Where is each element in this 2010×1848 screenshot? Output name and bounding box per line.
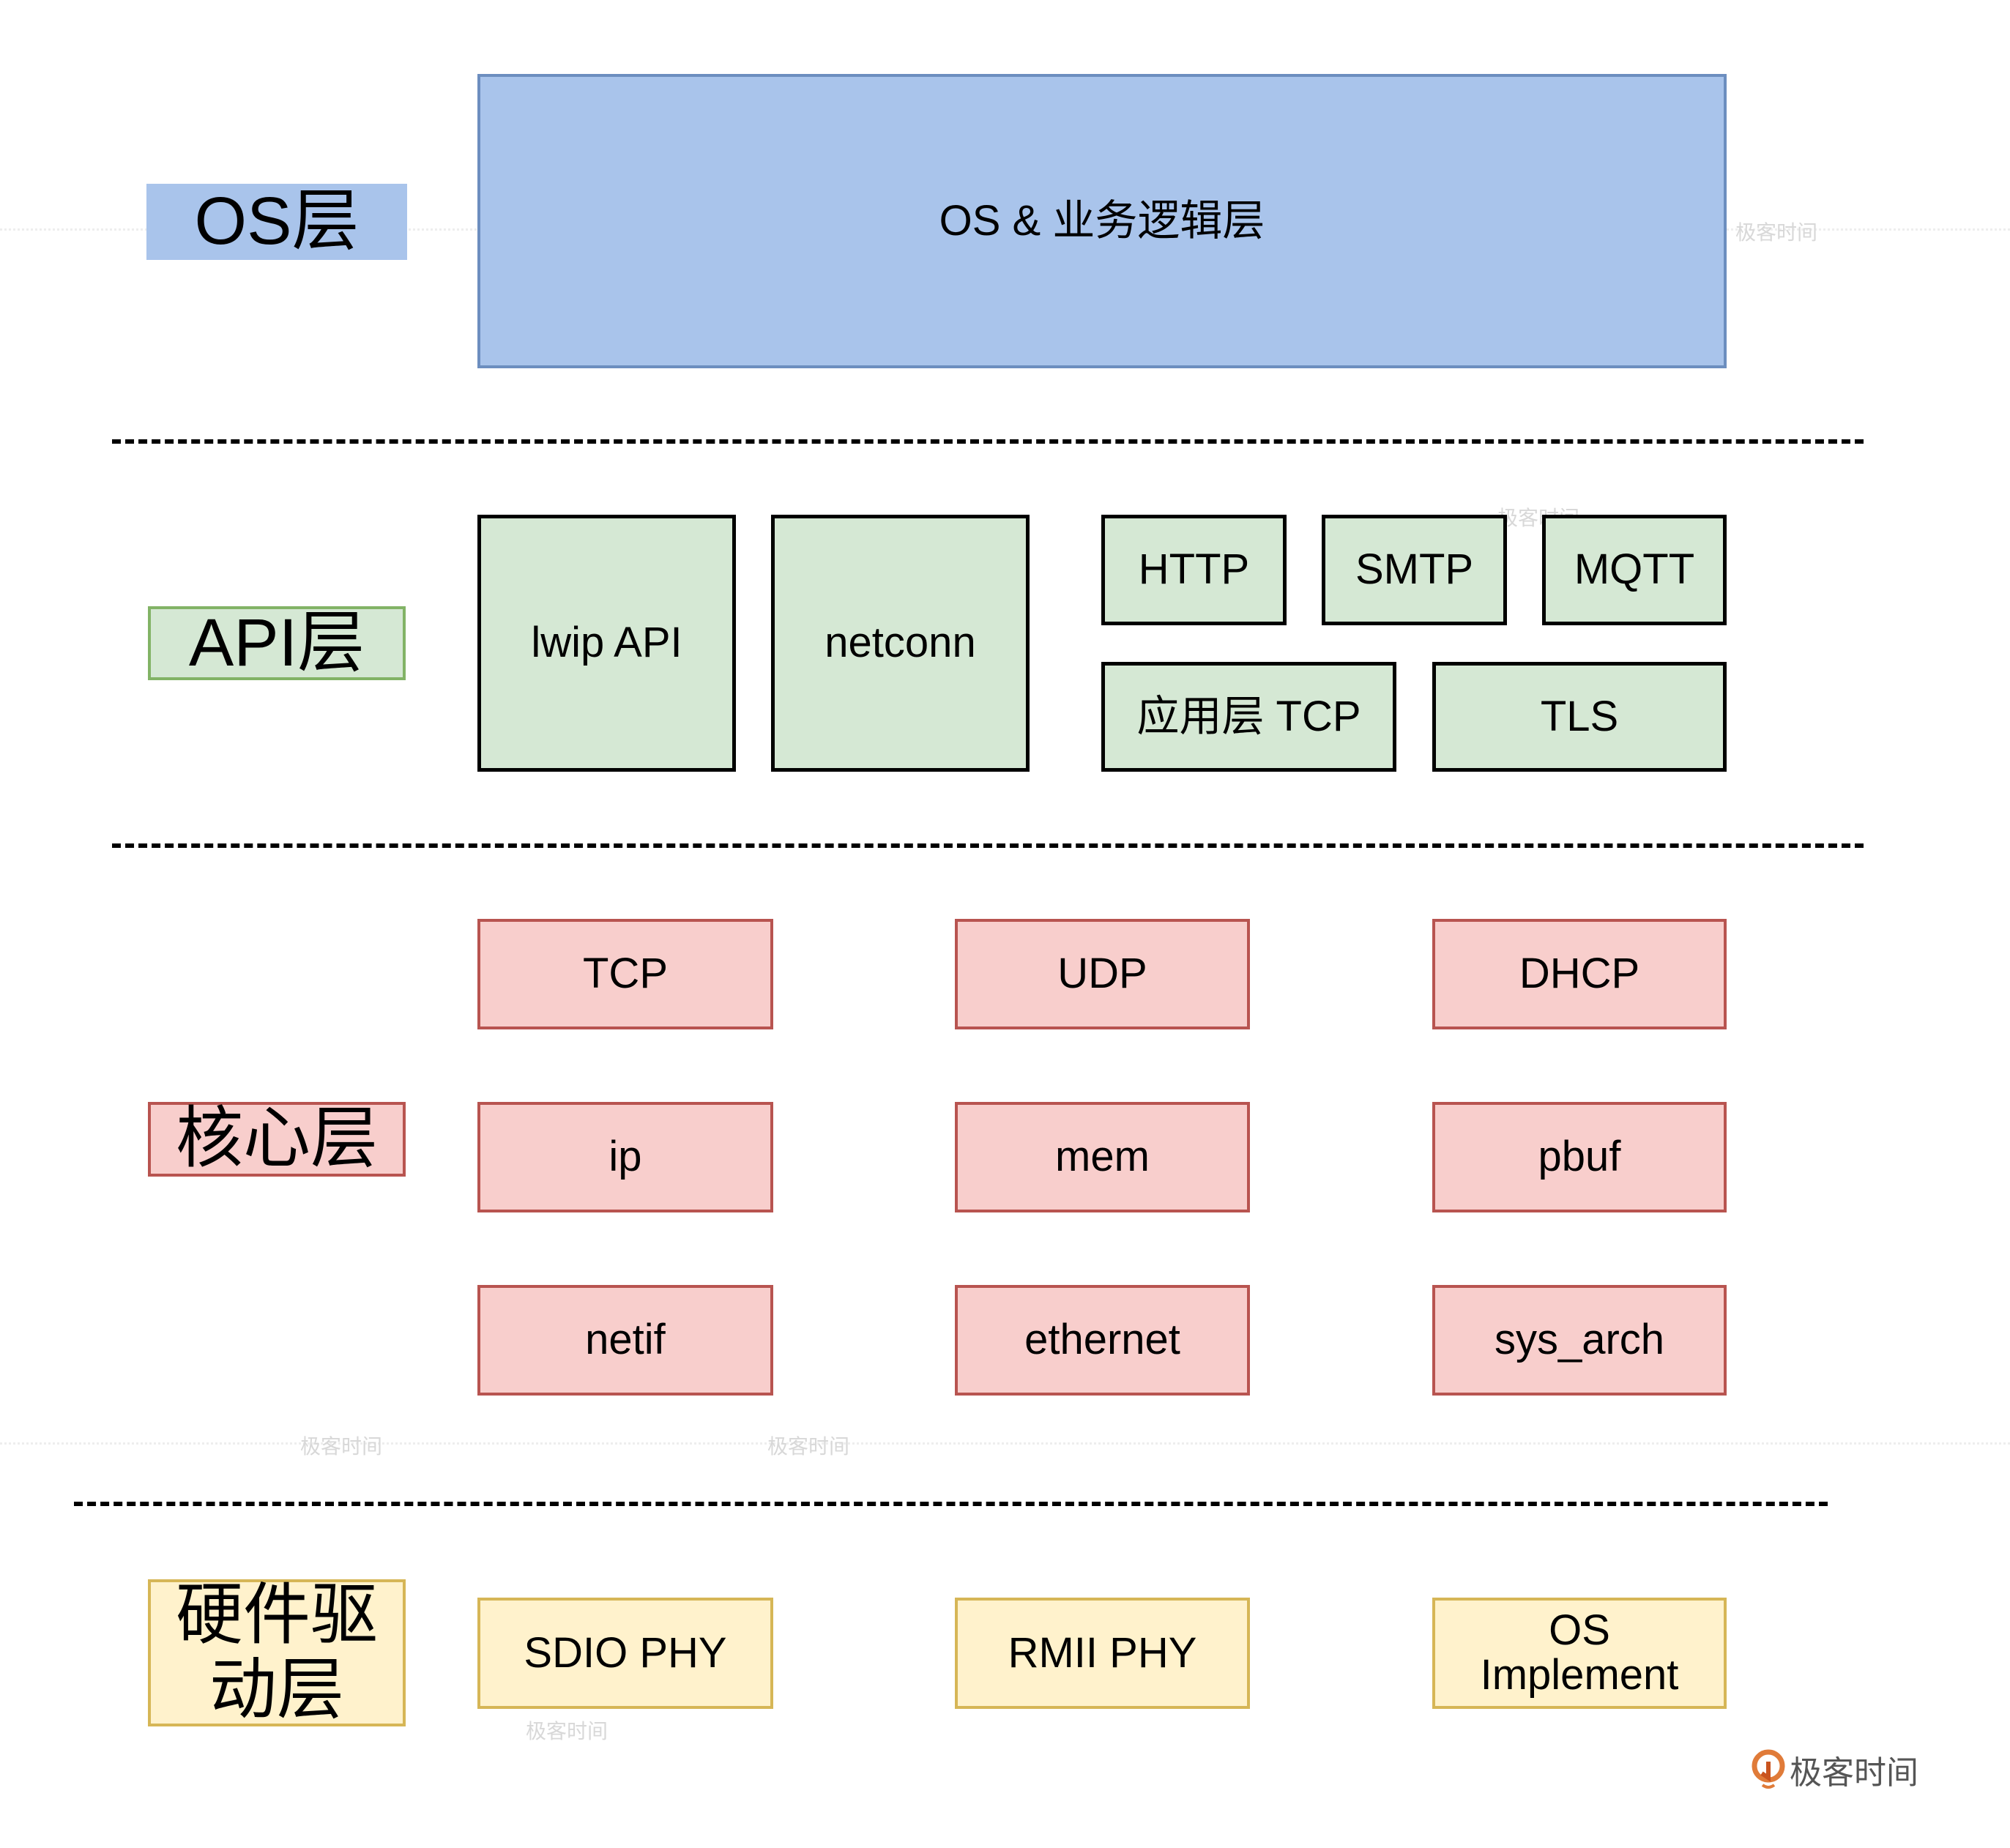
module-udp: UDP <box>955 919 1250 1029</box>
layer-label-core: 核心层 <box>148 1101 406 1177</box>
module-tcp: TCP <box>477 919 773 1029</box>
module-lwip-api: lwip API <box>477 515 736 772</box>
brand-name: 极客时间 <box>1790 1755 1918 1791</box>
watermark-line <box>0 1442 2010 1445</box>
brand-logo: 极客时间 <box>1752 1746 1918 1793</box>
module-app-tcp: 应用层 TCP <box>1101 662 1396 772</box>
module-netif: netif <box>477 1285 773 1396</box>
module-ethernet: ethernet <box>955 1285 1250 1396</box>
layer-divider <box>112 439 1864 444</box>
layer-divider <box>74 1502 1828 1506</box>
module-rmii-phy: RMII PHY <box>955 1598 1250 1709</box>
module-mqtt: MQTT <box>1542 515 1727 625</box>
watermark: 极客时间 <box>300 1435 383 1458</box>
watermark: 极客时间 <box>526 1720 608 1743</box>
module-os-business-logic: OS & 业务逻辑层 <box>477 74 1727 368</box>
module-netconn: netconn <box>771 515 1030 772</box>
module-pbuf: pbuf <box>1432 1102 1727 1212</box>
module-dhcp: DHCP <box>1432 919 1727 1029</box>
module-http: HTTP <box>1101 515 1287 625</box>
module-tls: TLS <box>1432 662 1727 772</box>
module-os-implement: OS Implement <box>1432 1598 1727 1709</box>
watermark: 极客时间 <box>1735 221 1818 244</box>
geektime-logo-icon <box>1752 1749 1785 1789</box>
layer-label-os: OS层 <box>146 184 407 260</box>
module-sdio-phy: SDIO PHY <box>477 1598 773 1709</box>
module-sys-arch: sys_arch <box>1432 1285 1727 1396</box>
module-ip: ip <box>477 1102 773 1212</box>
layer-label-hw: 硬件驱 动层 <box>148 1579 406 1726</box>
watermark: 极客时间 <box>767 1435 850 1458</box>
module-smtp: SMTP <box>1322 515 1507 625</box>
layer-divider <box>112 843 1864 848</box>
module-mem: mem <box>955 1102 1250 1212</box>
layer-label-api: API层 <box>148 606 406 680</box>
